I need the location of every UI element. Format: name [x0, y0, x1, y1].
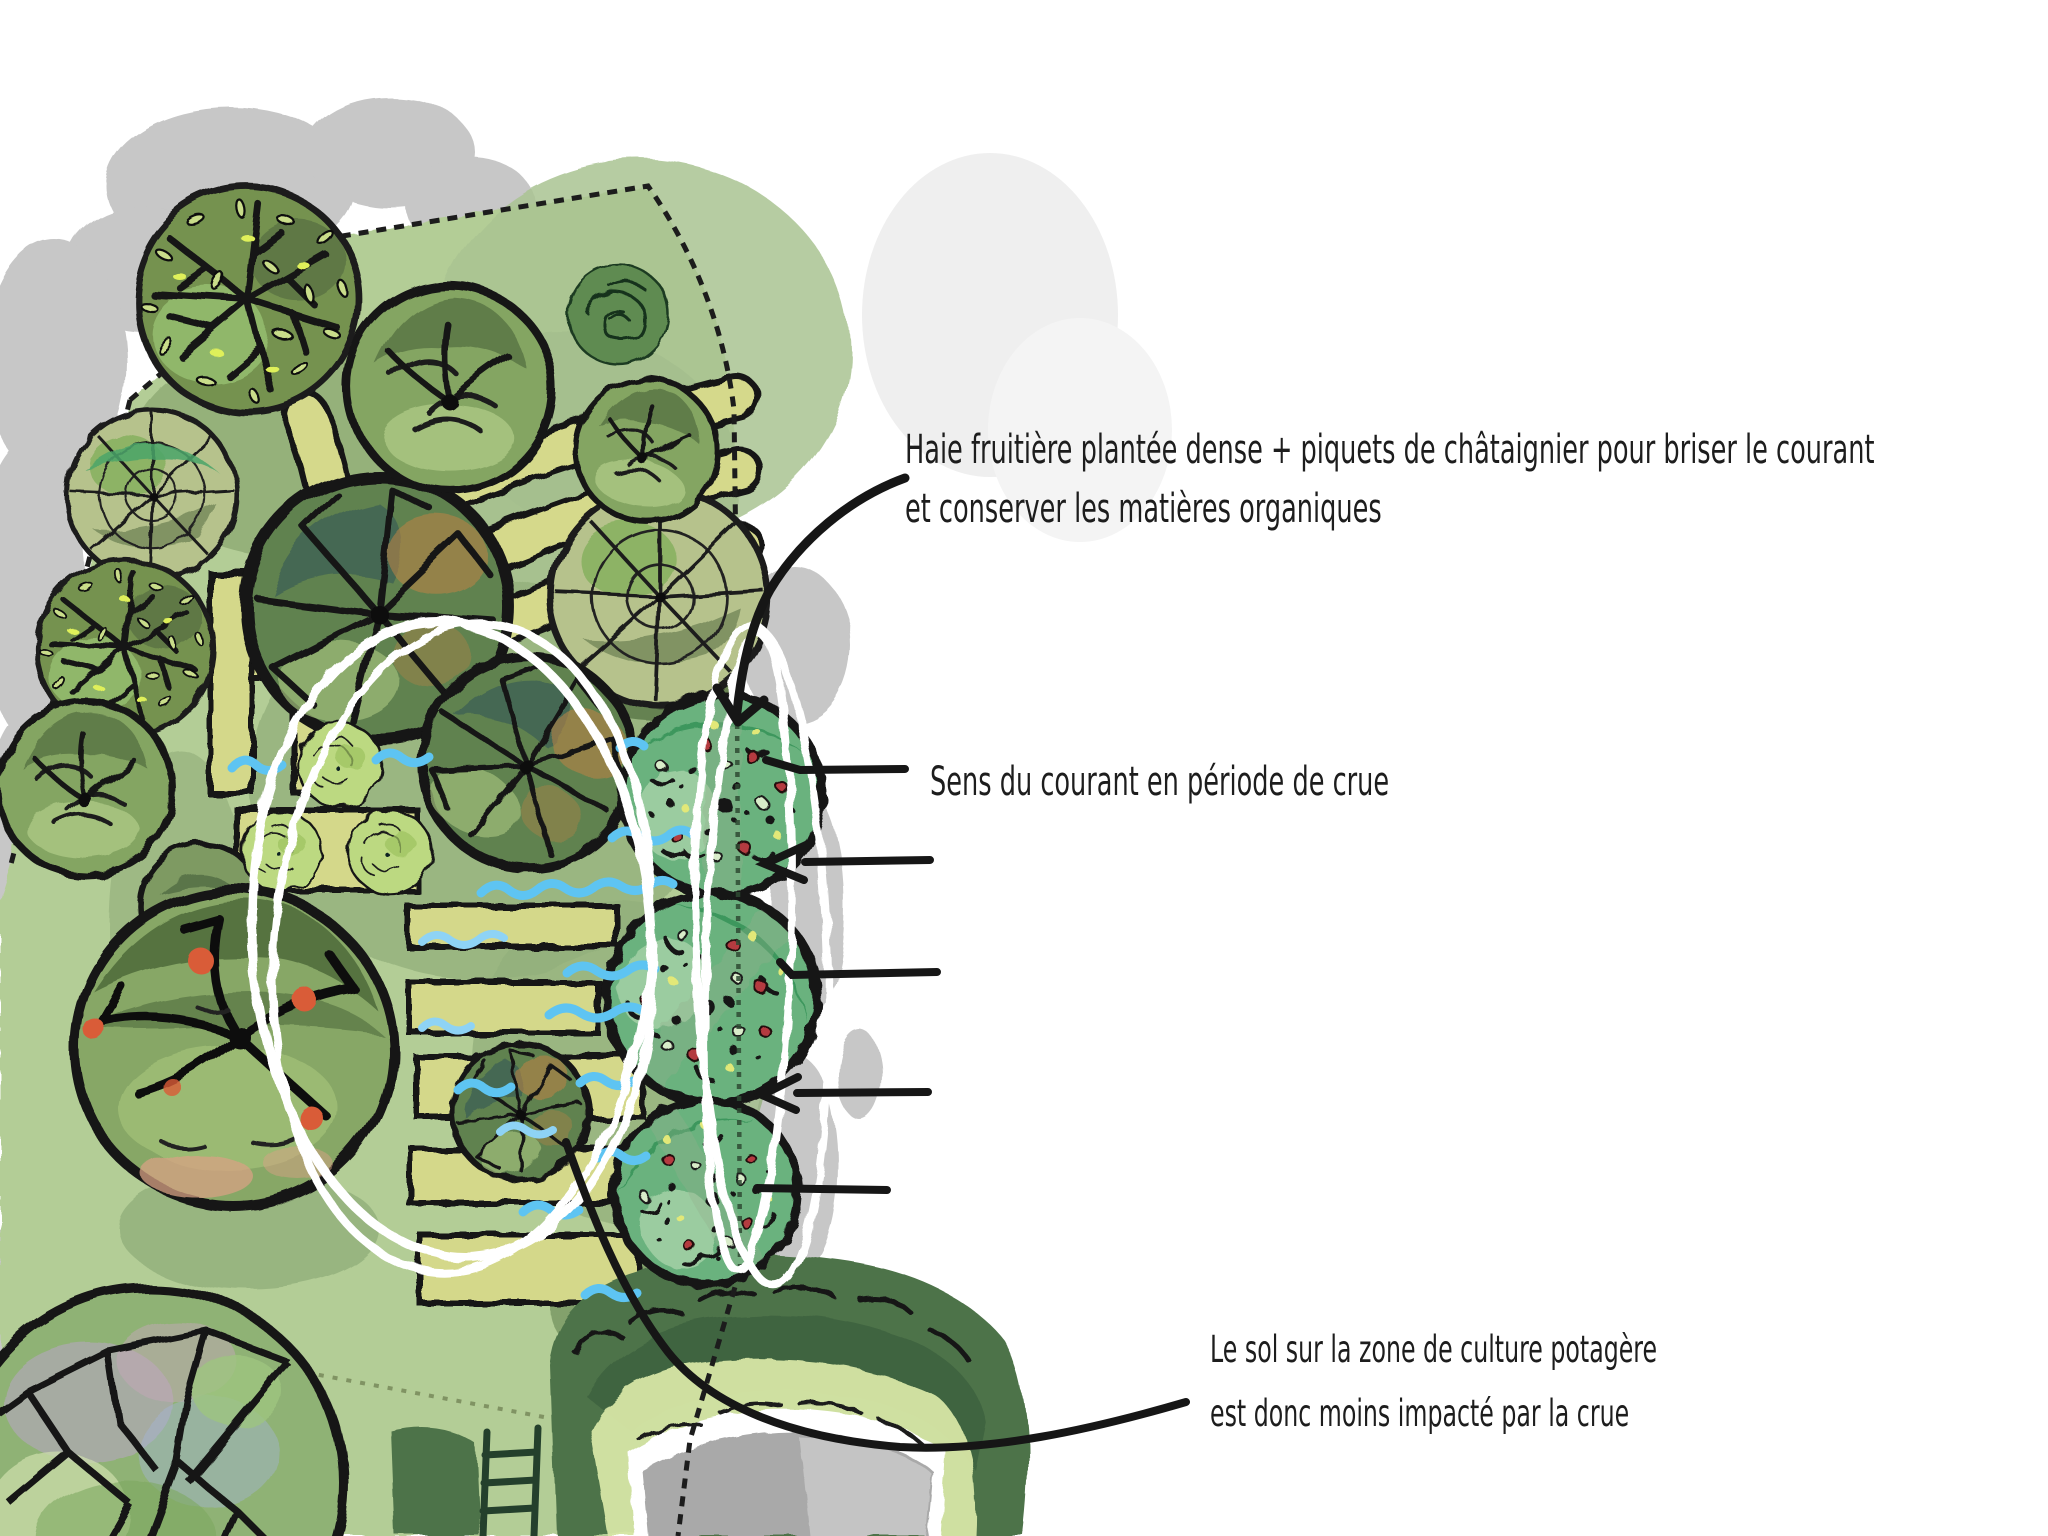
- soil-annotation-line2: est donc moins impacté par la crue: [1210, 1392, 1630, 1435]
- mottled-tree: [0, 1282, 348, 1536]
- flow-annotation-text: Sens du courant en période de crue: [930, 759, 1390, 805]
- small-bush-3: [346, 808, 434, 896]
- hedge-note-connector: [712, 473, 910, 727]
- hedge-annotation-line1: Haie fruitière plantée dense + piquets d…: [905, 427, 1875, 473]
- garden-steps: [479, 1424, 542, 1536]
- small-bush-1: [296, 721, 384, 809]
- soil-annotation-line1: Le sol sur la zone de culture potagère: [1210, 1328, 1658, 1371]
- soil-annotation: Le sol sur la zone de culture potagère e…: [1210, 1318, 1657, 1446]
- flow-annotation: Sens du courant en période de crue: [930, 758, 1389, 806]
- faint-fence-line: [249, 1360, 689, 1446]
- apple-tree: [70, 885, 396, 1211]
- textured-shrub-main: [136, 188, 360, 412]
- flow-arrow: [752, 756, 941, 1194]
- left-radial-tree: [67, 410, 237, 580]
- veg-zone-ellipse: [246, 617, 658, 1277]
- hedge-annotation-line2: et conserver les matières organiques: [905, 486, 1382, 532]
- faint-top-right-blob: [862, 153, 1172, 542]
- left-round-tree: [0, 701, 172, 875]
- soil-note-connector: [562, 1138, 1190, 1452]
- hedge-annotation: Haie fruitière plantée dense + piquets d…: [905, 421, 1874, 539]
- annotation-strokes: [562, 473, 1190, 1452]
- swirl-bush: [566, 262, 670, 366]
- round-tree-top: [348, 286, 552, 490]
